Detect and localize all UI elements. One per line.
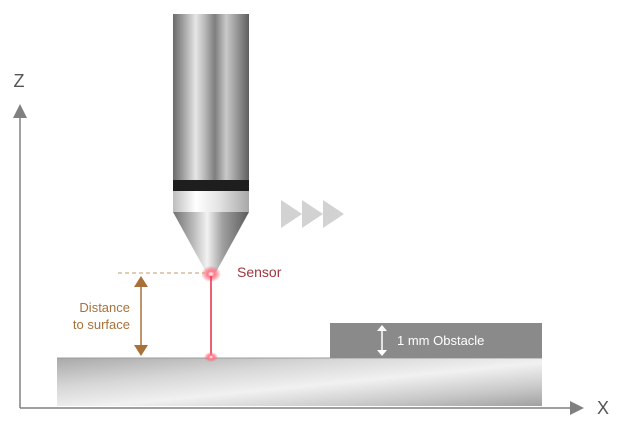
obstacle-height-arrow-icon [377, 325, 387, 356]
x-axis-label: X [597, 398, 609, 418]
laser-spot [204, 352, 218, 362]
obstacle-block [330, 323, 542, 358]
distance-arrow-icon [134, 276, 148, 356]
x-axis-arrowhead [570, 401, 584, 415]
distance-label-line2: to surface [73, 317, 130, 332]
z-axis-label: Z [14, 71, 25, 91]
sensor-cone-tip [173, 212, 249, 272]
sensor-barrel [173, 14, 249, 180]
sensor-label: Sensor [237, 264, 282, 280]
motion-direction-icon [281, 200, 344, 228]
distance-label-line1: Distance [79, 300, 130, 315]
obstacle-label: 1 mm Obstacle [397, 333, 484, 348]
base-plate [57, 358, 542, 406]
sensor-dark-band [173, 180, 249, 191]
z-axis-arrowhead [13, 104, 27, 118]
sensor-tip-glow [201, 266, 221, 282]
sensor-light-ring [173, 191, 249, 212]
